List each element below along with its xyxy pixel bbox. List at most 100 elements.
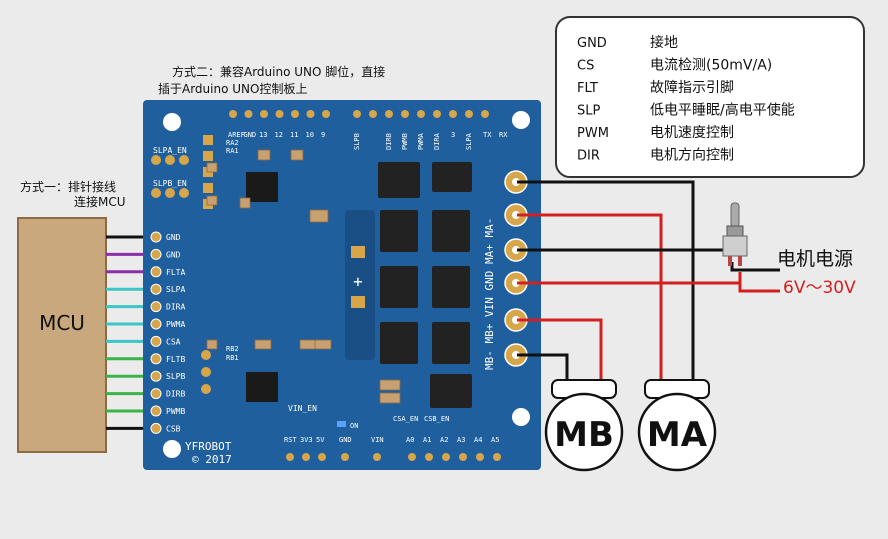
mount-hole	[163, 113, 181, 131]
header-pin	[465, 110, 473, 118]
csb-en-label: CSB_EN	[424, 415, 449, 423]
legend-desc: 故障指示引脚	[650, 80, 734, 96]
header-pin	[353, 110, 361, 118]
legend-abbr: PWM	[577, 126, 609, 141]
header-pin	[322, 110, 330, 118]
top-pin-label: GND	[244, 131, 257, 139]
smd-component	[239, 197, 251, 209]
top-pin-label: 10	[306, 131, 314, 139]
header-pin	[408, 453, 416, 461]
header-pin	[165, 188, 175, 198]
header-pin	[150, 353, 162, 365]
motor-ma-label: MA	[647, 415, 708, 455]
left-pin-label: FLTA	[166, 268, 185, 277]
header-pin	[201, 367, 211, 377]
rb1-label: RB1	[226, 354, 239, 362]
header-pin	[229, 110, 237, 118]
header-pin	[318, 453, 326, 461]
method2-line2: 插于Arduino UNO控制板上	[158, 82, 307, 96]
vin-en-label: VIN_EN	[288, 404, 317, 413]
top-pin-label: AREF	[228, 131, 245, 139]
smd-component	[379, 392, 401, 404]
slpb-en-label: SLPB_EN	[153, 179, 187, 188]
left-pin-label: PWMB	[166, 407, 185, 416]
mosfet	[380, 210, 418, 252]
legend-desc: 低电平睡眠/高电平使能	[650, 102, 795, 119]
bottom-pin-label: A3	[457, 436, 465, 444]
slpa-en-label: SLPA_EN	[153, 146, 187, 155]
header-pin	[401, 110, 409, 118]
vin-switch	[337, 421, 346, 427]
header-pin	[179, 188, 189, 198]
header-pin	[150, 248, 162, 260]
header-pin	[150, 422, 162, 434]
driver-chip	[246, 372, 278, 402]
header-pin	[150, 283, 162, 295]
ra2-label: RA2	[226, 139, 239, 147]
header-pin	[275, 110, 284, 118]
smd-component	[206, 162, 218, 173]
header-pin	[369, 110, 377, 118]
top-pin-label: 9	[321, 131, 325, 139]
power-title: 电机电源	[777, 248, 853, 270]
top-pin-label: PWMB	[401, 133, 409, 150]
header-pin	[150, 370, 162, 382]
header-pin	[493, 453, 501, 461]
legend-desc: 电流检测(50mV/A)	[650, 58, 772, 74]
polarity-plus: +	[353, 272, 363, 291]
bottom-pin-label: VIN	[371, 436, 384, 444]
mosfet	[432, 266, 470, 308]
header-pin	[260, 110, 268, 118]
smd-component	[314, 339, 332, 350]
left-pin-label: GND	[166, 233, 181, 242]
legend-abbr: CS	[577, 59, 594, 74]
legend-desc: 电机方向控制	[650, 148, 734, 164]
brand-label: YFROBOT	[185, 440, 232, 453]
header-pin	[459, 453, 467, 461]
header-pin	[373, 453, 381, 461]
bottom-pin-label: RST	[284, 436, 297, 444]
bottom-pin-label: A0	[406, 436, 414, 444]
header-pin	[417, 110, 425, 118]
header-pin	[150, 301, 162, 313]
header-pin	[476, 453, 484, 461]
method1-line2: 连接MCU	[74, 194, 126, 209]
smd-component	[206, 339, 218, 350]
legend-abbr: DIR	[577, 149, 600, 164]
terminal-hole	[512, 246, 520, 254]
bottom-pin-label: A2	[440, 436, 448, 444]
motor-ma: MA	[637, 379, 717, 472]
legend-abbr: SLP	[577, 104, 600, 119]
rb2-label: RB2	[226, 345, 239, 353]
bottom-pin-label: 3V3	[300, 436, 313, 444]
bottom-pin-label: GND	[339, 436, 352, 444]
left-pin-label: CSB	[166, 424, 181, 433]
left-pin-label: DIRA	[166, 303, 185, 312]
header-pin	[302, 453, 310, 461]
smd-component	[257, 149, 271, 161]
top-pin-label: DIRA	[433, 132, 441, 150]
bottom-pin-label: A1	[423, 436, 431, 444]
motor-mb: MB	[544, 379, 624, 472]
mosfet	[430, 374, 472, 408]
left-pin-label: SLPA	[166, 285, 185, 294]
mosfet	[378, 162, 420, 198]
top-pin-label: RX	[499, 131, 508, 139]
legend-abbr: GND	[577, 36, 607, 51]
top-pin-label: PWMA	[417, 132, 425, 150]
header-pin	[150, 405, 162, 417]
top-pin-label: TX	[483, 131, 492, 139]
csa-en-label: CSA_EN	[393, 415, 418, 423]
mount-hole	[512, 111, 530, 129]
bottom-pin-label: A5	[491, 436, 499, 444]
terminal-hole	[512, 211, 520, 219]
top-pin-label: 12	[275, 131, 283, 139]
legend-desc: 接地	[650, 34, 678, 51]
header-pin	[385, 110, 393, 118]
header-pin	[442, 453, 450, 461]
power-range: 6V～30V	[783, 278, 856, 298]
bottom-pin-label: 5V	[316, 436, 325, 444]
header-pin	[286, 453, 294, 461]
top-pin-label: DIRB	[385, 133, 393, 150]
